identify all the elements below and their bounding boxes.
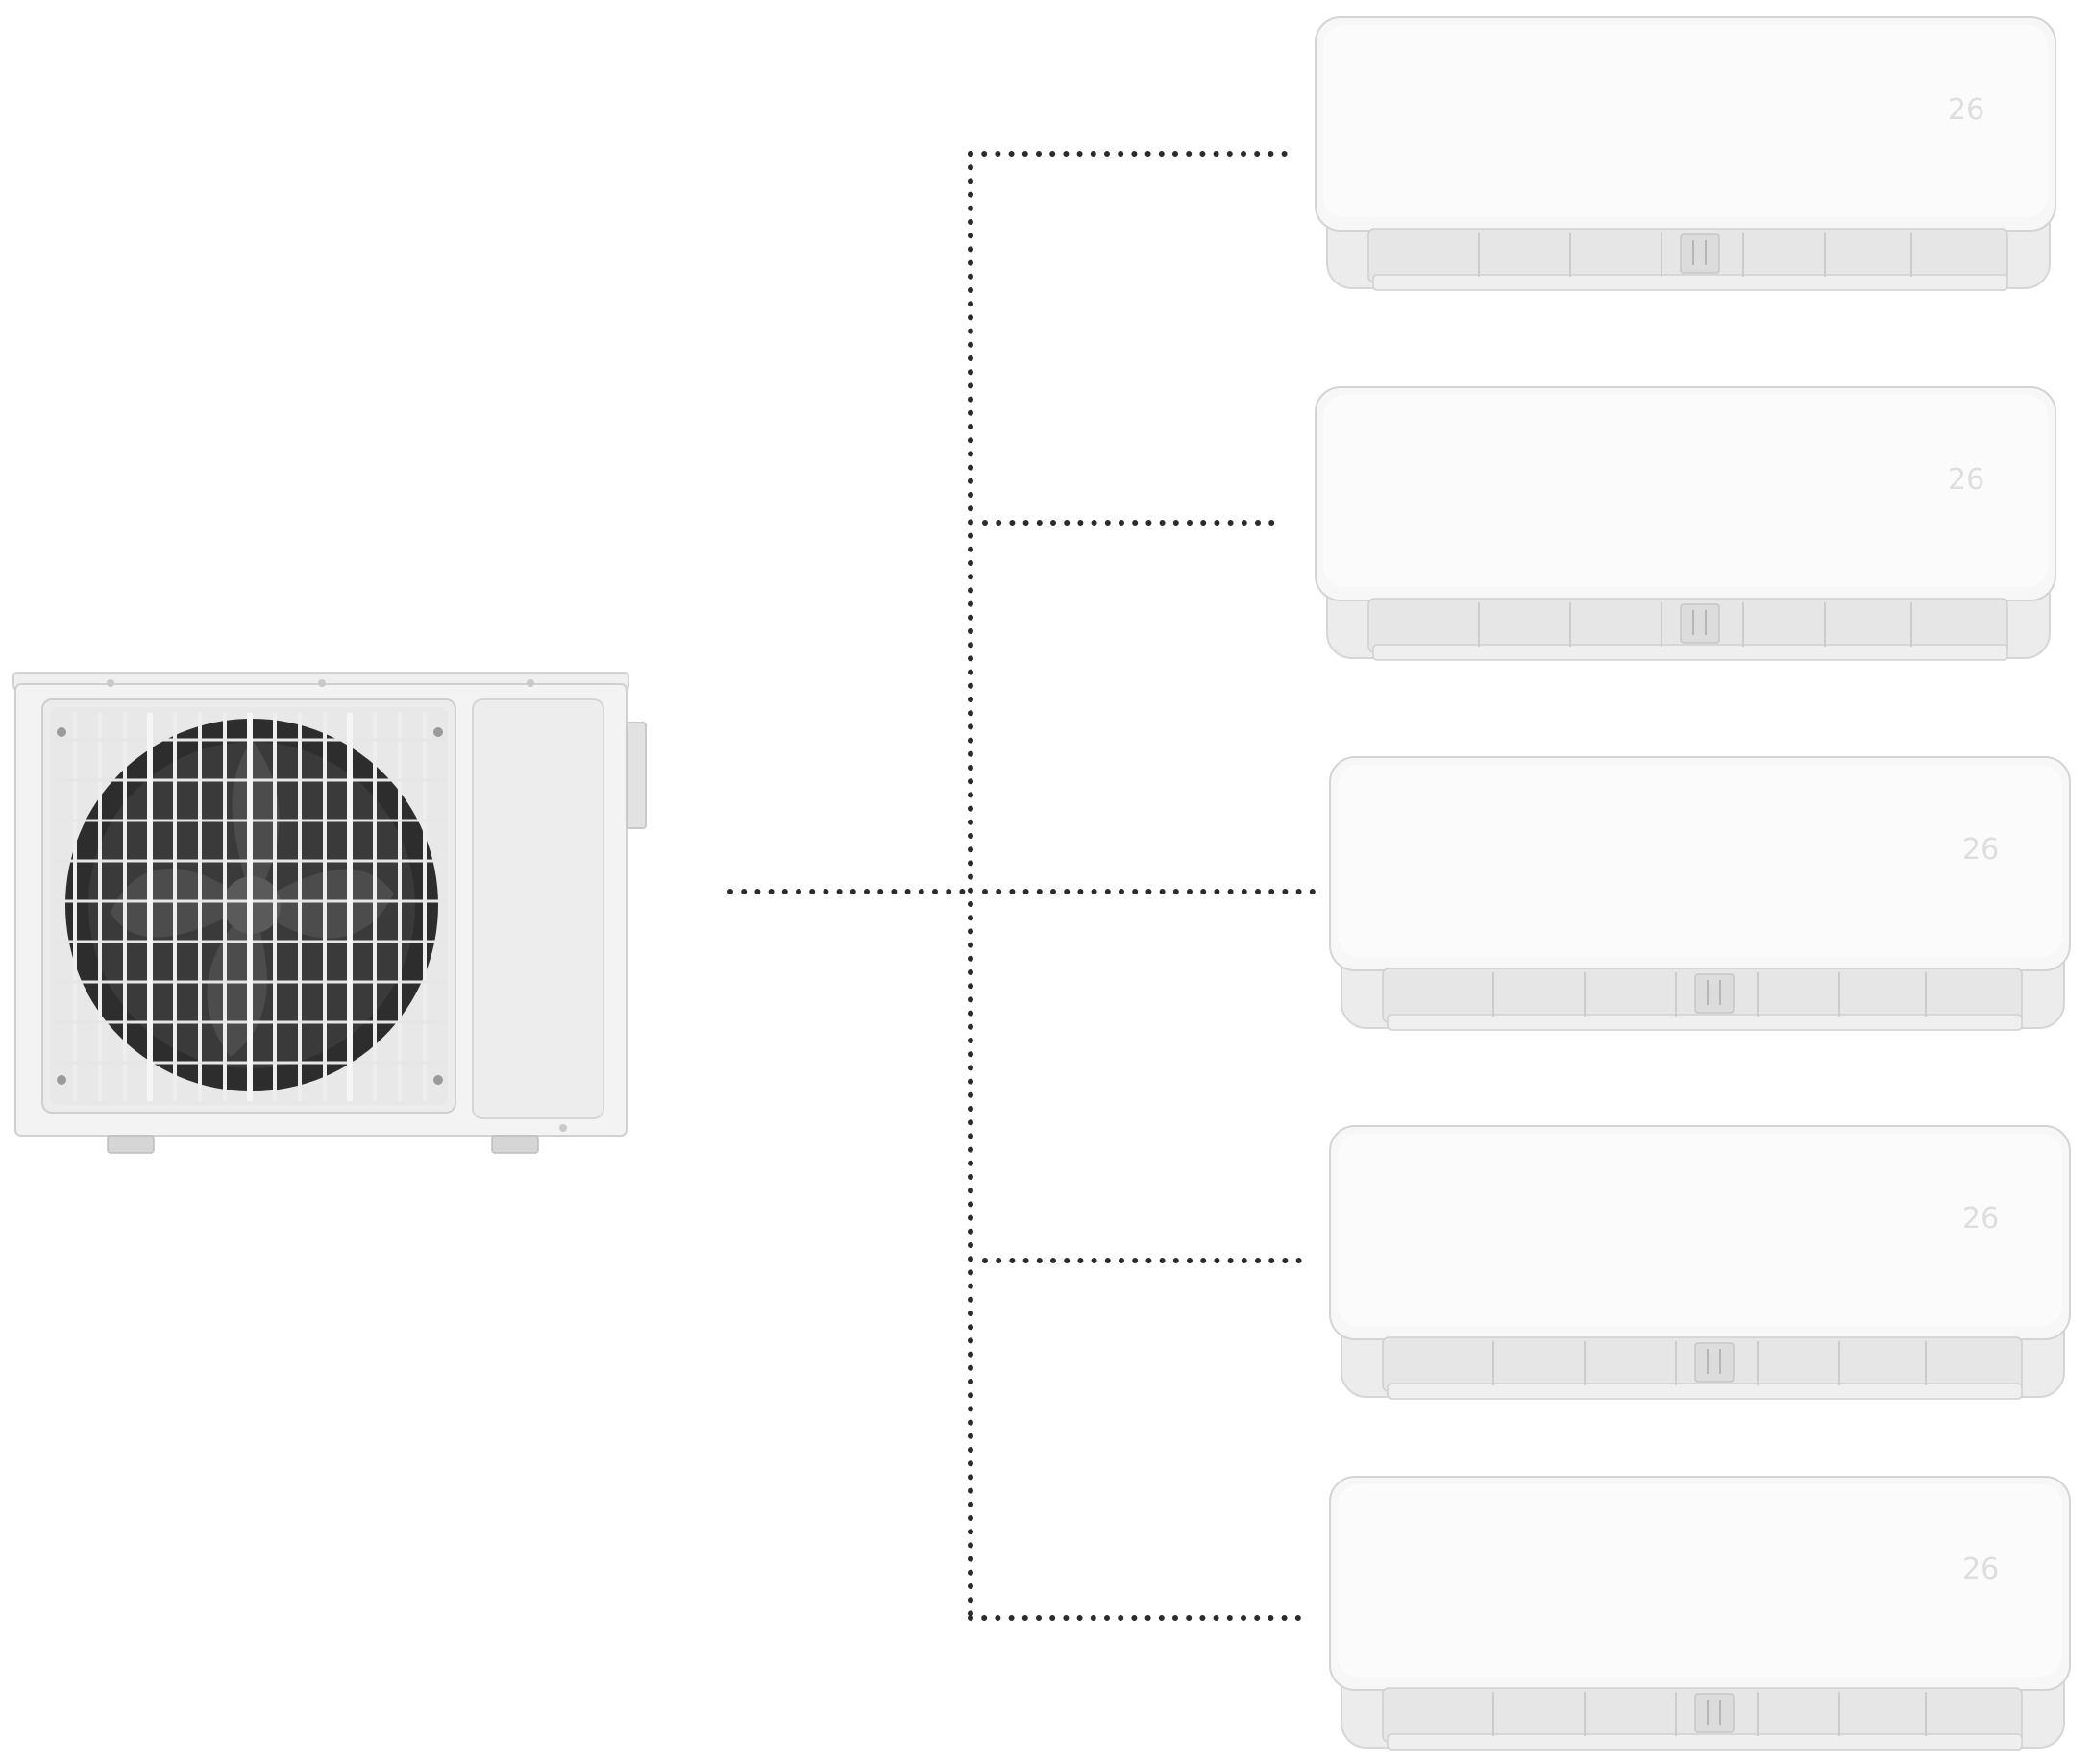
indoor-units: 26 26 26 26 26 [1315, 16, 2071, 1751]
indoor-unit-icon: 26 [1329, 1476, 2071, 1751]
connector-lines [727, 151, 1319, 1621]
indoor-unit-display: 26 [1948, 93, 1984, 127]
outdoor-unit-icon [12, 672, 647, 1154]
indoor-unit-icon: 26 [1329, 756, 2071, 1031]
indoor-unit-icon: 26 [1315, 386, 2056, 661]
indoor-unit-display: 26 [1962, 1553, 1999, 1586]
indoor-unit-display: 26 [1962, 833, 1999, 867]
indoor-unit-icon: 26 [1315, 16, 2056, 291]
indoor-unit-display: 26 [1948, 463, 1984, 497]
indoor-unit-display: 26 [1962, 1202, 1999, 1236]
indoor-unit-icon: 26 [1329, 1125, 2071, 1400]
